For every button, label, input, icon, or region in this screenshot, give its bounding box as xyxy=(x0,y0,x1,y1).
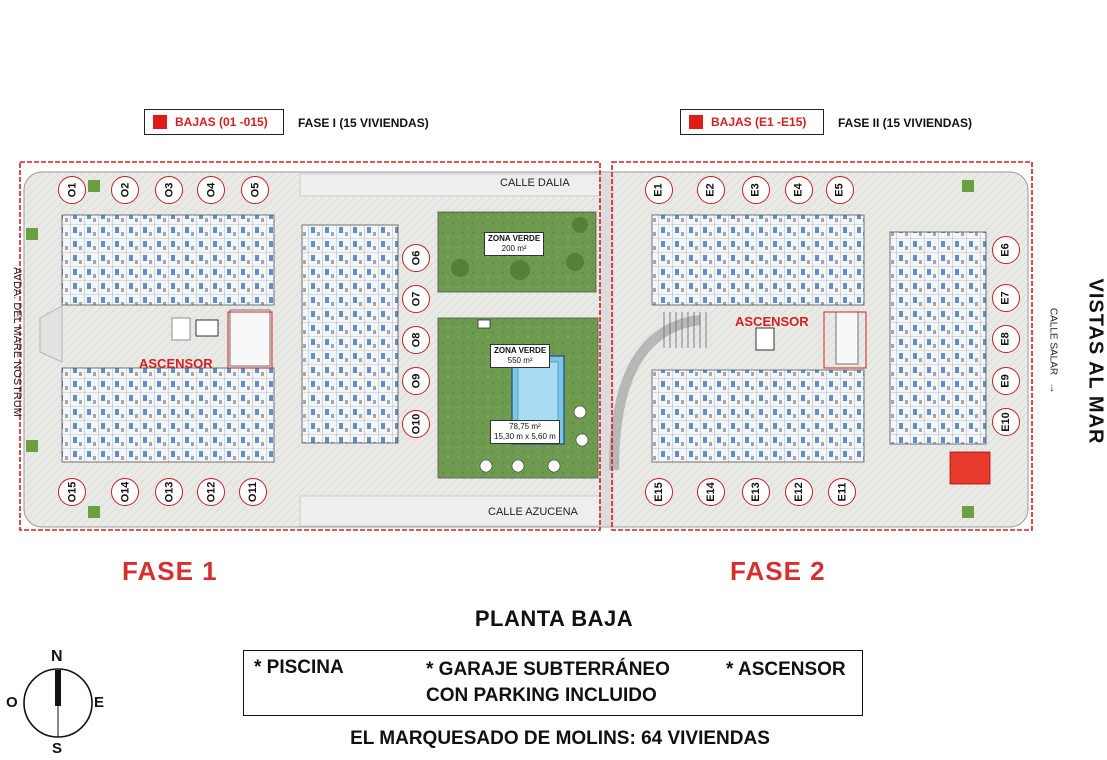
unit-marker[interactable]: E5 xyxy=(826,176,854,204)
unit-marker[interactable]: E8 xyxy=(992,325,1020,353)
unit-marker[interactable]: E1 xyxy=(645,176,673,204)
elevator-label-phase2: ASCENSOR xyxy=(735,314,809,329)
feature-garage-line1: * GARAJE SUBTERRÁNEO xyxy=(426,659,670,680)
legend-swatch xyxy=(689,115,703,129)
unit-marker[interactable]: O7 xyxy=(402,285,430,313)
unit-marker[interactable]: O6 xyxy=(402,244,430,272)
legend-phase1-desc: FASE I (15 VIVIENDAS) xyxy=(298,116,429,130)
green-zone-2-label: ZONA VERDE 550 m² xyxy=(490,344,551,368)
street-west: AVDA. DEL MARE NOSTRUM xyxy=(11,267,23,417)
unit-marker[interactable]: O14 xyxy=(111,478,139,506)
unit-marker[interactable]: O3 xyxy=(155,176,183,204)
legend-phase2-badge-text: BAJAS (E1 -E15) xyxy=(711,115,807,129)
green-zone-1-area: 200 m² xyxy=(501,244,527,253)
street-east: CALLE SALAR xyxy=(1047,307,1059,376)
unit-marker[interactable]: O12 xyxy=(197,478,225,506)
legend-phase2-badge: BAJAS (E1 -E15) xyxy=(680,109,824,135)
pool-area: 78,75 m² xyxy=(509,422,541,431)
pool-dimensions: 15,30 m x 5,60 m xyxy=(494,432,556,441)
legend-phase1-badge-text: BAJAS (01 -015) xyxy=(175,115,268,129)
unit-marker[interactable]: O13 xyxy=(155,478,183,506)
compass-north: N xyxy=(51,648,63,665)
street-north: CALLE DALIA xyxy=(500,177,570,189)
unit-marker[interactable]: O4 xyxy=(197,176,225,204)
unit-marker[interactable]: E14 xyxy=(697,478,725,506)
legend-phase1-badge: BAJAS (01 -015) xyxy=(144,109,284,135)
unit-marker[interactable]: O11 xyxy=(239,478,267,506)
compass-west: O xyxy=(6,694,18,711)
unit-marker[interactable]: E6 xyxy=(992,236,1020,264)
unit-marker[interactable]: O2 xyxy=(111,176,139,204)
unit-marker[interactable]: O15 xyxy=(58,478,86,506)
floor-title: PLANTA BAJA xyxy=(474,606,634,631)
compass-needle xyxy=(55,670,61,706)
phase1-title: FASE 1 xyxy=(122,556,218,586)
unit-marker[interactable]: E7 xyxy=(992,284,1020,312)
sea-view-label: VISTAS AL MAR xyxy=(1084,278,1107,445)
unit-marker[interactable]: O1 xyxy=(58,176,86,204)
unit-marker[interactable]: E2 xyxy=(697,176,725,204)
elevator-label-phase1: ASCENSOR xyxy=(139,356,213,371)
unit-marker[interactable]: E3 xyxy=(742,176,770,204)
street-south: CALLE AZUCENA xyxy=(488,506,578,518)
unit-marker[interactable]: O5 xyxy=(241,176,269,204)
legend-phase2-desc: FASE II (15 VIVIENDAS) xyxy=(838,116,973,130)
unit-marker[interactable]: O9 xyxy=(402,367,430,395)
unit-marker[interactable]: O8 xyxy=(402,326,430,354)
feature-garage-line2: CON PARKING INCLUIDO xyxy=(426,685,657,706)
compass-east: E xyxy=(94,694,105,711)
unit-marker[interactable]: O10 xyxy=(402,410,430,438)
unit-marker[interactable]: E9 xyxy=(992,367,1020,395)
features-box: * PISCINA * GARAJE SUBTERRÁNEO CON PARKI… xyxy=(243,650,863,716)
green-zone-2-title: ZONA VERDE xyxy=(494,346,547,355)
east-arrow-icon: ↓ xyxy=(1049,380,1055,394)
unit-marker[interactable]: E12 xyxy=(785,478,813,506)
project-summary: EL MARQUESADO DE MOLINS: 64 VIVIENDAS xyxy=(350,728,770,749)
green-zone-2-area: 550 m² xyxy=(507,356,533,365)
green-zone-1-label: ZONA VERDE 200 m² xyxy=(484,232,545,256)
unit-marker[interactable]: E4 xyxy=(785,176,813,204)
legend-swatch xyxy=(153,115,167,129)
feature-pool: * PISCINA xyxy=(254,657,344,678)
compass-south: S xyxy=(52,740,63,757)
unit-marker[interactable]: E15 xyxy=(645,478,673,506)
pool-label: 78,75 m² 15,30 m x 5,60 m xyxy=(490,420,560,444)
unit-marker[interactable]: E10 xyxy=(992,408,1020,436)
green-zone-1-title: ZONA VERDE xyxy=(488,234,541,243)
unit-marker[interactable]: E11 xyxy=(828,478,856,506)
feature-elevator: * ASCENSOR xyxy=(726,659,846,680)
phase2-title: FASE 2 xyxy=(730,556,826,586)
unit-marker[interactable]: E13 xyxy=(742,478,770,506)
